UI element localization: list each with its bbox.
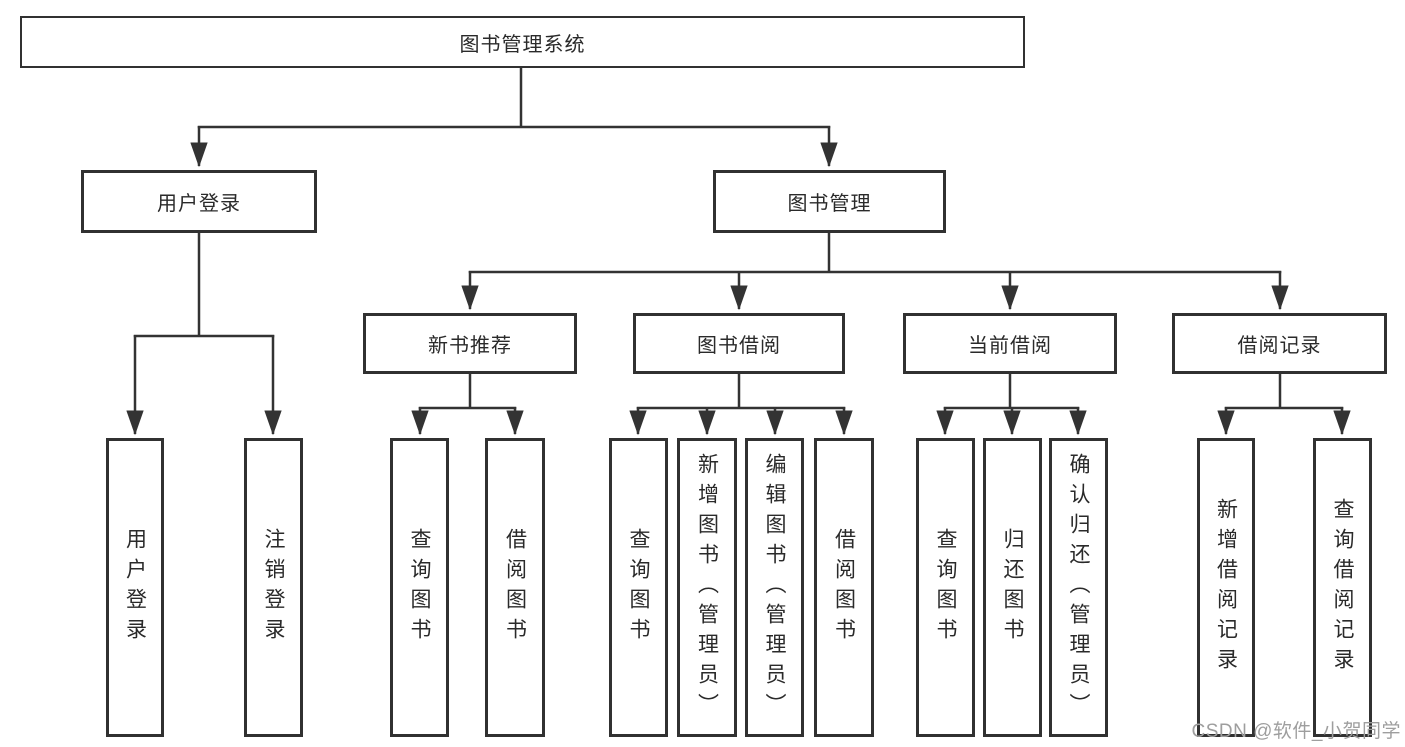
node-borrow-records: 借阅记录 — [1172, 313, 1387, 374]
leaf-borrow-edit-books-admin: 编辑图书（管理员） — [745, 438, 804, 737]
node-book-management: 图书管理 — [713, 170, 946, 233]
node-user-login: 用户登录 — [81, 170, 317, 233]
node-label: 借阅图书 — [503, 527, 527, 648]
node-label: 编辑图书（管理员） — [763, 452, 786, 723]
node-label: 图书借阅 — [697, 335, 781, 357]
node-label: 查询图书 — [408, 527, 431, 648]
node-label: 新书推荐 — [428, 335, 512, 357]
node-label: 用户登录 — [157, 193, 241, 215]
node-label: 查询借阅记录 — [1331, 497, 1354, 678]
node-label: 确认归还（管理员） — [1067, 452, 1090, 723]
csdn-watermark: CSDN @软件_小贺同学 — [1191, 721, 1401, 742]
leaf-user-login: 用户登录 — [106, 438, 164, 737]
leaf-borrow-borrow-books: 借阅图书 — [814, 438, 874, 737]
node-label: 注销登录 — [262, 527, 285, 648]
leaf-record-query-borrow-record: 查询借阅记录 — [1313, 438, 1372, 737]
node-label: 借阅记录 — [1237, 335, 1322, 357]
node-label: 归还图书 — [1001, 527, 1024, 648]
node-label: 新增图书（管理员） — [695, 452, 719, 723]
leaf-current-return-books: 归还图书 — [983, 438, 1042, 737]
leaf-borrow-add-books-admin: 新增图书（管理员） — [677, 438, 737, 737]
node-library-management-system: 图书管理系统 — [20, 16, 1025, 68]
node-label: 查询图书 — [627, 527, 650, 648]
leaf-record-add-borrow-record: 新增借阅记录 — [1197, 438, 1255, 737]
leaf-newbook-borrow-books: 借阅图书 — [485, 438, 545, 737]
leaf-logout-login: 注销登录 — [244, 438, 303, 737]
leaf-current-query-books: 查询图书 — [916, 438, 975, 737]
node-label: 图书管理系统 — [459, 33, 586, 56]
node-label: 新增借阅记录 — [1214, 497, 1238, 678]
node-book-borrow: 图书借阅 — [633, 313, 845, 374]
leaf-borrow-query-books: 查询图书 — [609, 438, 668, 737]
node-new-book-recommend: 新书推荐 — [363, 313, 577, 374]
node-label: 图书管理 — [787, 193, 872, 215]
leaf-current-confirm-return-admin: 确认归还（管理员） — [1049, 438, 1108, 737]
node-label: 用户登录 — [123, 527, 147, 648]
leaf-newbook-query-books: 查询图书 — [390, 438, 449, 737]
node-label: 借阅图书 — [832, 527, 856, 648]
node-label: 当前借阅 — [968, 335, 1052, 357]
node-label: 查询图书 — [934, 527, 957, 648]
node-current-borrow: 当前借阅 — [903, 313, 1117, 374]
